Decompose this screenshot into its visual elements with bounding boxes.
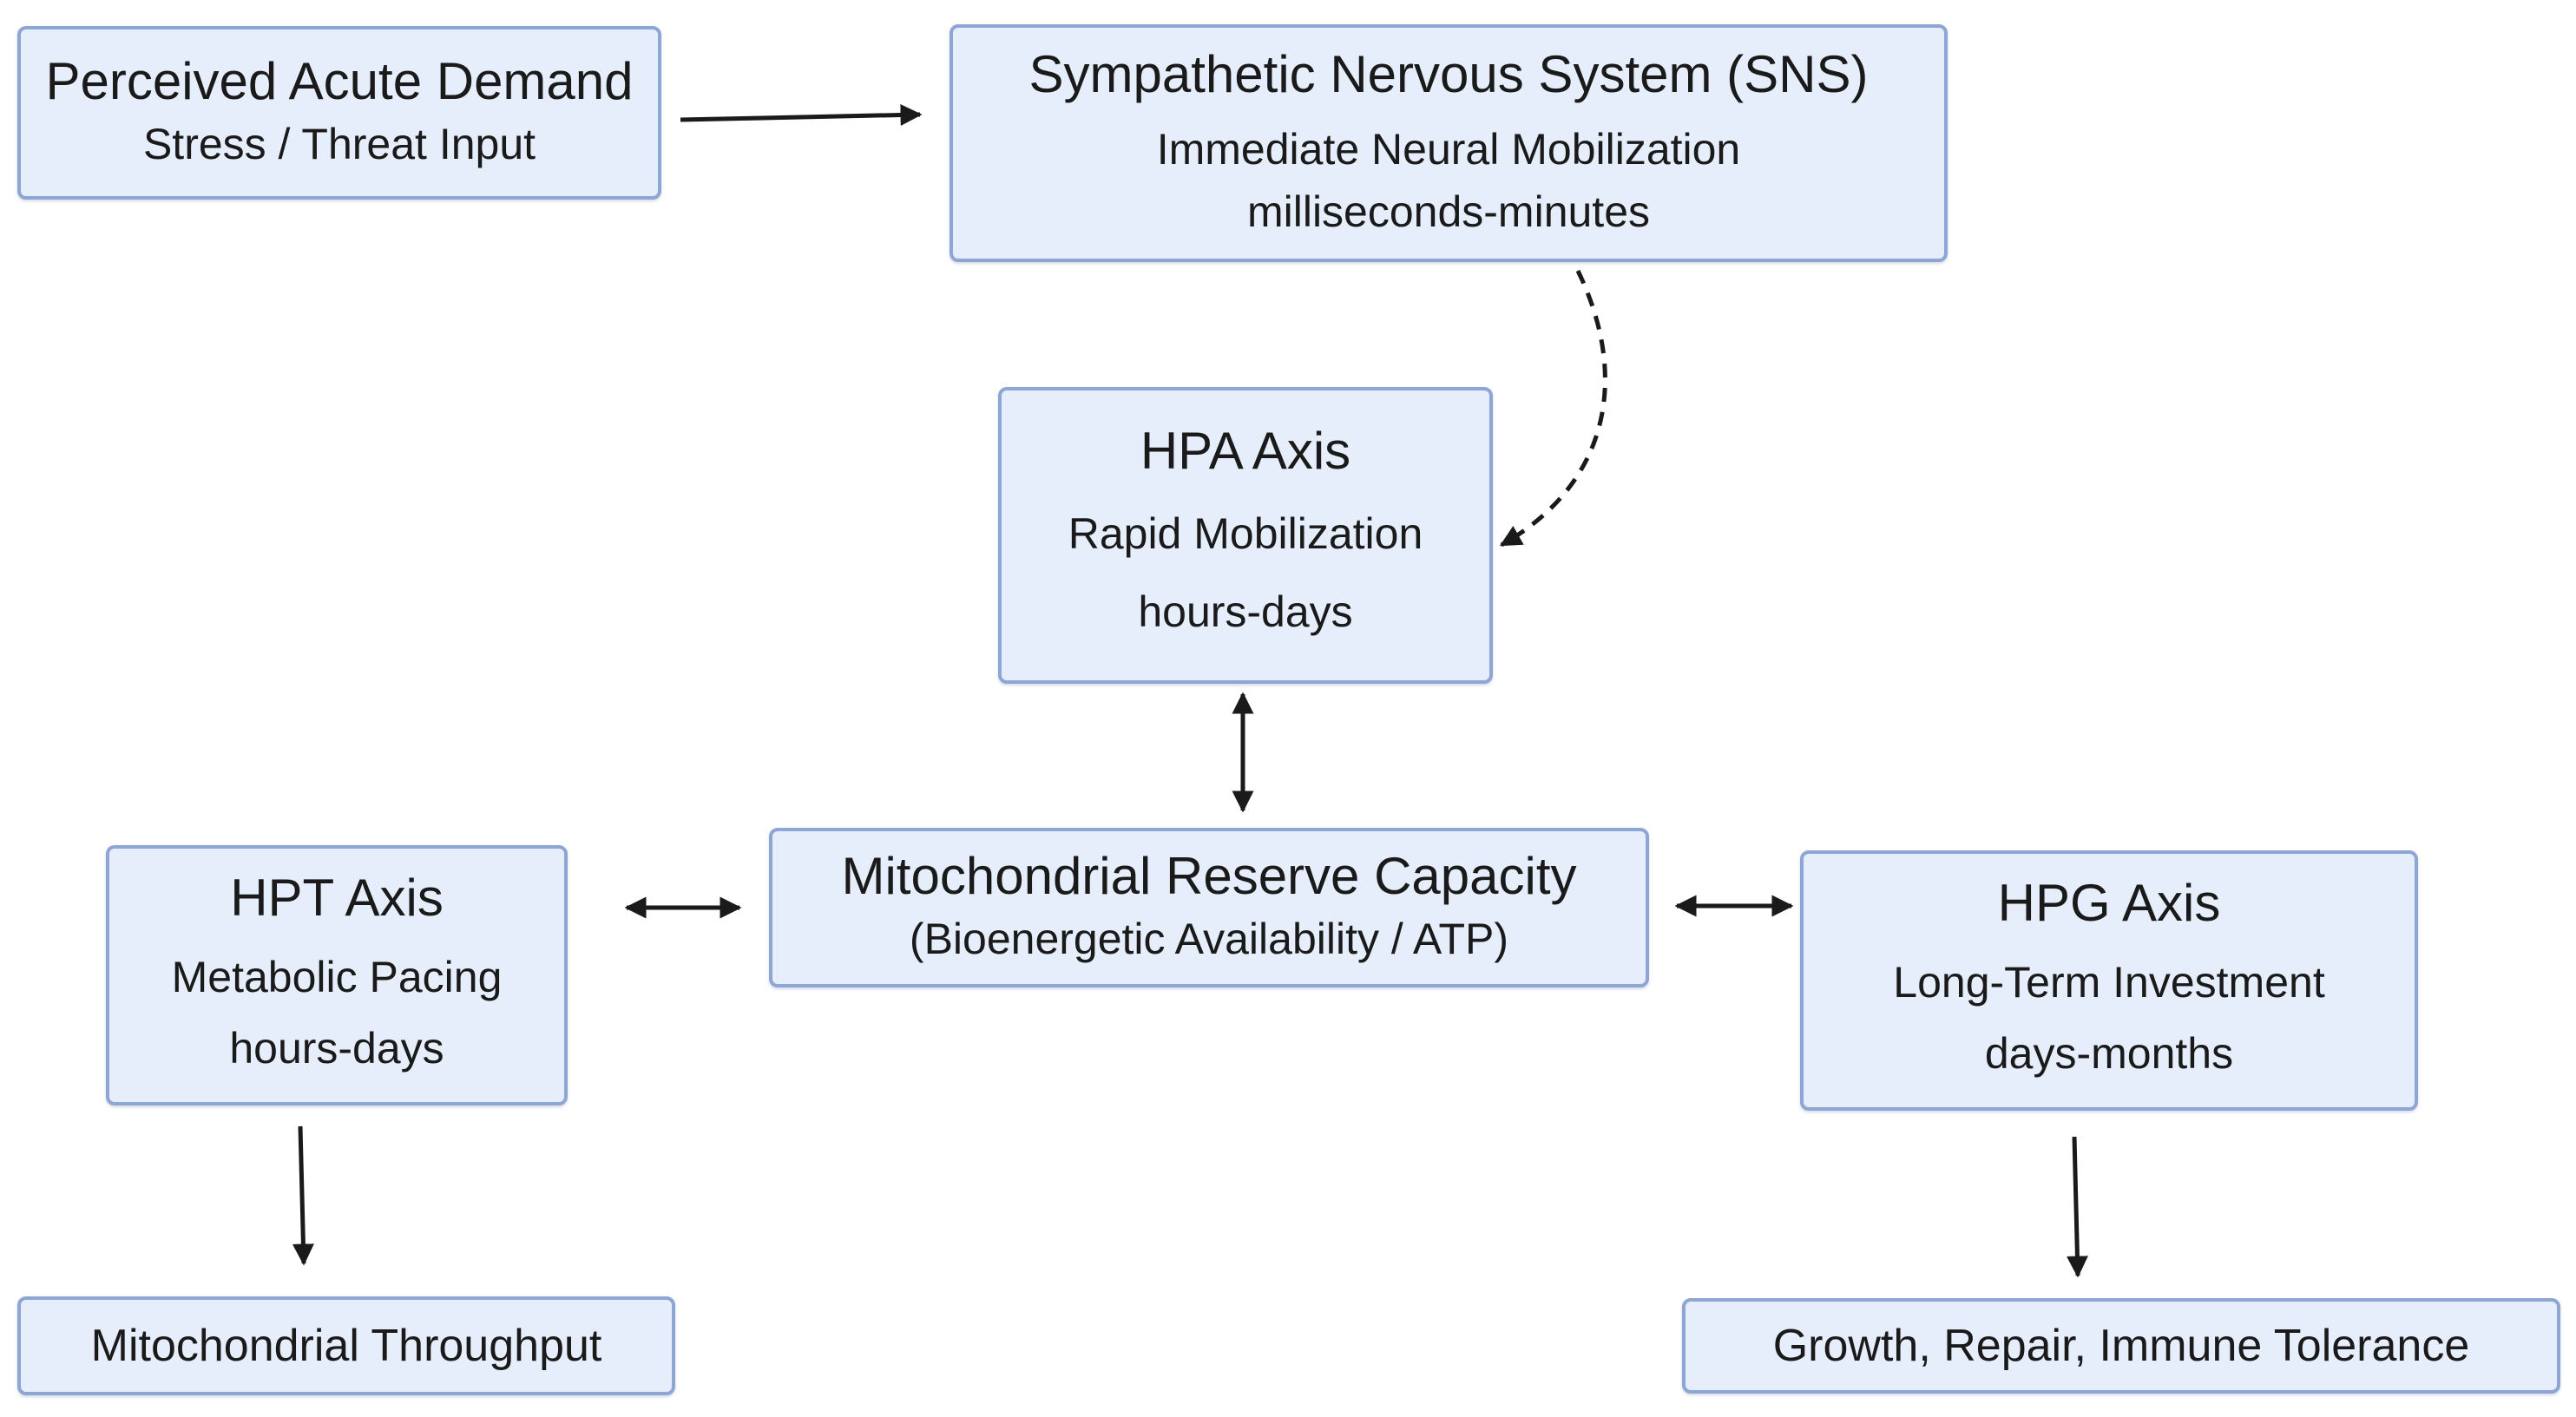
edge-hpt-to-throughput: [292, 1125, 314, 1266]
node-title: HPA Axis: [1140, 422, 1351, 480]
node-title: Mitochondrial Reserve Capacity: [841, 846, 1577, 905]
node-perceived-acute-demand: Perceived Acute Demand Stress / Threat I…: [17, 26, 661, 200]
node-title: Perceived Acute Demand: [45, 51, 634, 110]
node-line-2: days-months: [1984, 1029, 2234, 1078]
node-hpa-axis: HPA Axis Rapid Mobilization hours-days: [998, 387, 1493, 684]
edge-demand-to-sns: [680, 103, 923, 126]
node-growth-repair-immune-tolerance: Growth, Repair, Immune Tolerance: [1682, 1298, 2560, 1394]
node-mitochondrial-reserve-capacity: Mitochondrial Reserve Capacity (Bioenerg…: [769, 828, 1649, 987]
node-title: HPT Axis: [230, 868, 444, 927]
node-hpg-axis: HPG Axis Long-Term Investment days-month…: [1800, 850, 2418, 1111]
node-label: Growth, Repair, Immune Tolerance: [1772, 1321, 2470, 1371]
edge-hpg-to-growth: [2066, 1136, 2088, 1278]
node-hpt-axis: HPT Axis Metabolic Pacing hours-days: [106, 845, 568, 1105]
node-mitochondrial-throughput: Mitochondrial Throughput: [17, 1296, 675, 1395]
node-title: HPG Axis: [1997, 873, 2221, 932]
edge-sns-to-hpa: [1499, 269, 1607, 548]
node-subtitle: Stress / Threat Input: [142, 119, 536, 168]
node-label: Mitochondrial Throughput: [90, 1321, 602, 1371]
node-line-2: hours-days: [1138, 587, 1353, 636]
node-line-1: Long-Term Investment: [1893, 957, 2325, 1007]
node-line-2: milliseconds-minutes: [1246, 187, 1651, 236]
node-line-2: hours-days: [229, 1024, 444, 1073]
node-line-1: Immediate Neural Mobilization: [1156, 124, 1741, 174]
node-line-1: Metabolic Pacing: [171, 952, 503, 1001]
node-subtitle: (Bioenergetic Availability / ATP): [909, 914, 1509, 963]
node-sympathetic-nervous-system: Sympathetic Nervous System (SNS) Immedia…: [950, 24, 1948, 262]
node-title: Sympathetic Nervous System (SNS): [1028, 44, 1869, 103]
node-line-1: Rapid Mobilization: [1068, 509, 1423, 558]
